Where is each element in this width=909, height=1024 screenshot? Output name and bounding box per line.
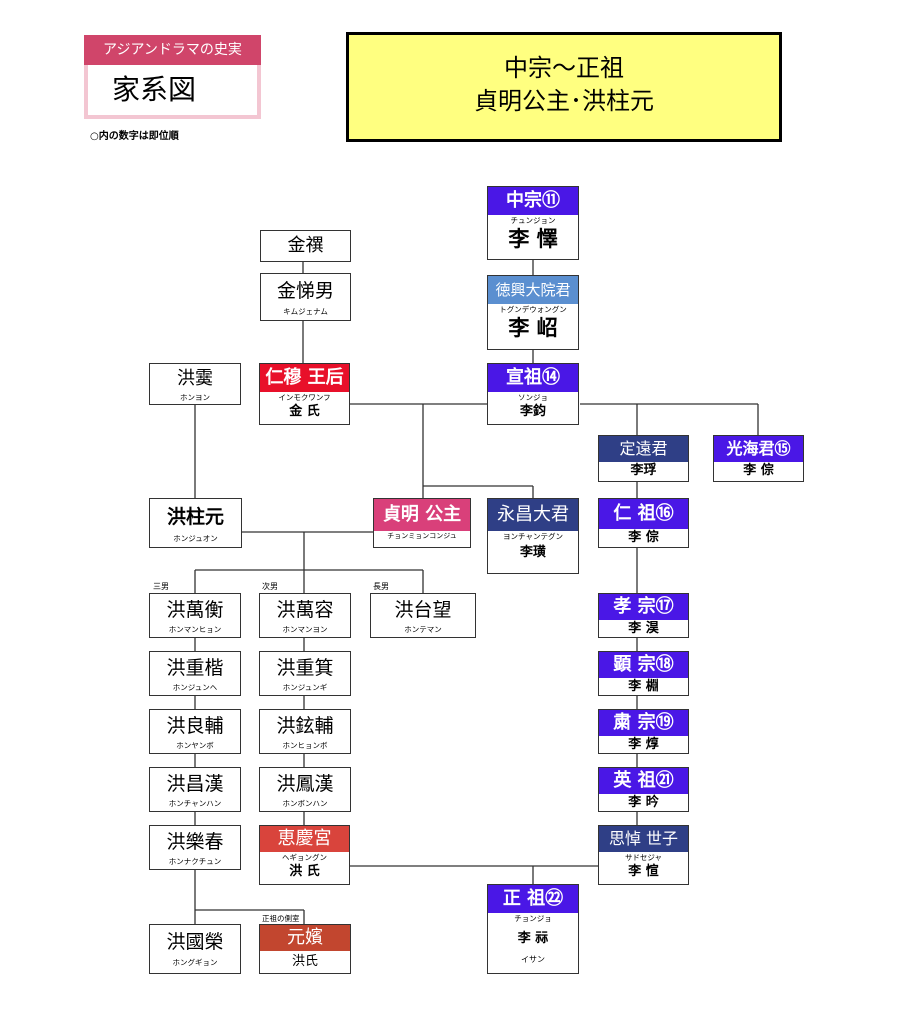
person-hong-junggi[interactable]: 洪重箕 ホンジュンギ bbox=[259, 651, 351, 696]
legend-note: ○内の数字は即位順 bbox=[90, 131, 179, 142]
title-line-2: 貞明公主･洪柱元 bbox=[474, 87, 654, 115]
person-jeongjo[interactable]: 正 祖㉒ チョンジョ 李 祘 イサン bbox=[487, 884, 579, 974]
birth-order-label: 三男 bbox=[153, 582, 169, 591]
person-hong-yeong[interactable]: 洪霙 ホンヨン bbox=[149, 363, 241, 405]
person-inmok-queen[interactable]: 仁穆 王后 インモクワンフ 金 氏 bbox=[259, 363, 350, 425]
person-seonjo[interactable]: 宣祖⑭ ソンジョ 李鈞 bbox=[487, 363, 579, 425]
person-hong-juwon[interactable]: 洪柱元 ホンジュオン bbox=[149, 498, 242, 548]
title-line-1: 中宗〜正祖 bbox=[504, 54, 624, 82]
person-injo[interactable]: 仁 祖⑯ 李 倧 bbox=[598, 498, 689, 548]
page-category-label: 家系図 bbox=[84, 65, 261, 119]
person-jeongwon[interactable]: 定遠君 李琈 bbox=[598, 435, 689, 482]
person-hyegyeong[interactable]: 恵慶宮 ヘギョングン 洪 氏 bbox=[259, 825, 350, 885]
birth-order-label: 次男 bbox=[262, 582, 278, 591]
person-hong-hyeonbo[interactable]: 洪鉉輔 ホンヒョンボ bbox=[259, 709, 351, 754]
person-gwanghae[interactable]: 光海君⑮ 李 倧 bbox=[713, 435, 804, 482]
person-sukjong[interactable]: 粛 宗⑲ 李 焞 bbox=[598, 709, 689, 754]
page-title: 中宗〜正祖 貞明公主･洪柱元 bbox=[346, 32, 782, 142]
person-hong-junghae[interactable]: 洪重楷 ホンジュンヘ bbox=[149, 651, 241, 696]
person-kim-jae[interactable]: 金禩 bbox=[260, 230, 351, 262]
site-badge-label: アジアンドラマの史実 bbox=[84, 35, 261, 65]
person-sado[interactable]: 思悼 世子 サドセジャ 李 愃 bbox=[598, 825, 689, 885]
person-yeongjo[interactable]: 英 祖㉑ 李 昑 bbox=[598, 767, 689, 812]
person-hong-bonghan[interactable]: 洪鳳漢 ホンボンハン bbox=[259, 767, 351, 812]
person-jungjong[interactable]: 中宗⑪ チュンジョン 李 懌 bbox=[487, 186, 579, 260]
person-hong-taemang[interactable]: 洪台望 ホンテマン bbox=[370, 593, 476, 638]
birth-order-label: 長男 bbox=[373, 582, 389, 591]
person-hyojong[interactable]: 孝 宗⑰ 李 淏 bbox=[598, 593, 689, 638]
person-hong-manhyeong[interactable]: 洪萬衡 ホンマンヒョン bbox=[149, 593, 241, 638]
person-wonbin[interactable]: 元嬪 洪氏 bbox=[259, 924, 351, 974]
concubine-role-label: 正祖の側室 bbox=[262, 914, 300, 923]
person-jeongmyeong-princess[interactable]: 貞明 公主 チョンミョンコンジュ bbox=[373, 498, 471, 548]
person-kim-jenam[interactable]: 金悌男 キムジェナム bbox=[260, 273, 351, 321]
person-hong-manyong[interactable]: 洪萬容 ホンマンヨン bbox=[259, 593, 351, 638]
person-hyeonjong[interactable]: 顕 宗⑱ 李 棩 bbox=[598, 651, 689, 696]
person-hong-changhan[interactable]: 洪昌漢 ホンチャンハン bbox=[149, 767, 241, 812]
person-hong-gugyeong[interactable]: 洪國榮 ホングギョン bbox=[149, 924, 241, 974]
person-hong-nakchun[interactable]: 洪樂春 ホンナクチュン bbox=[149, 825, 241, 870]
person-yeongchang[interactable]: 永昌大君 ヨンチャンテグン 李璜 bbox=[487, 498, 579, 574]
person-deokheung[interactable]: 徳興大院君 トグンデウォングン 李 岹 bbox=[487, 275, 579, 350]
person-hong-yangbo[interactable]: 洪良輔 ホンヤンボ bbox=[149, 709, 241, 754]
